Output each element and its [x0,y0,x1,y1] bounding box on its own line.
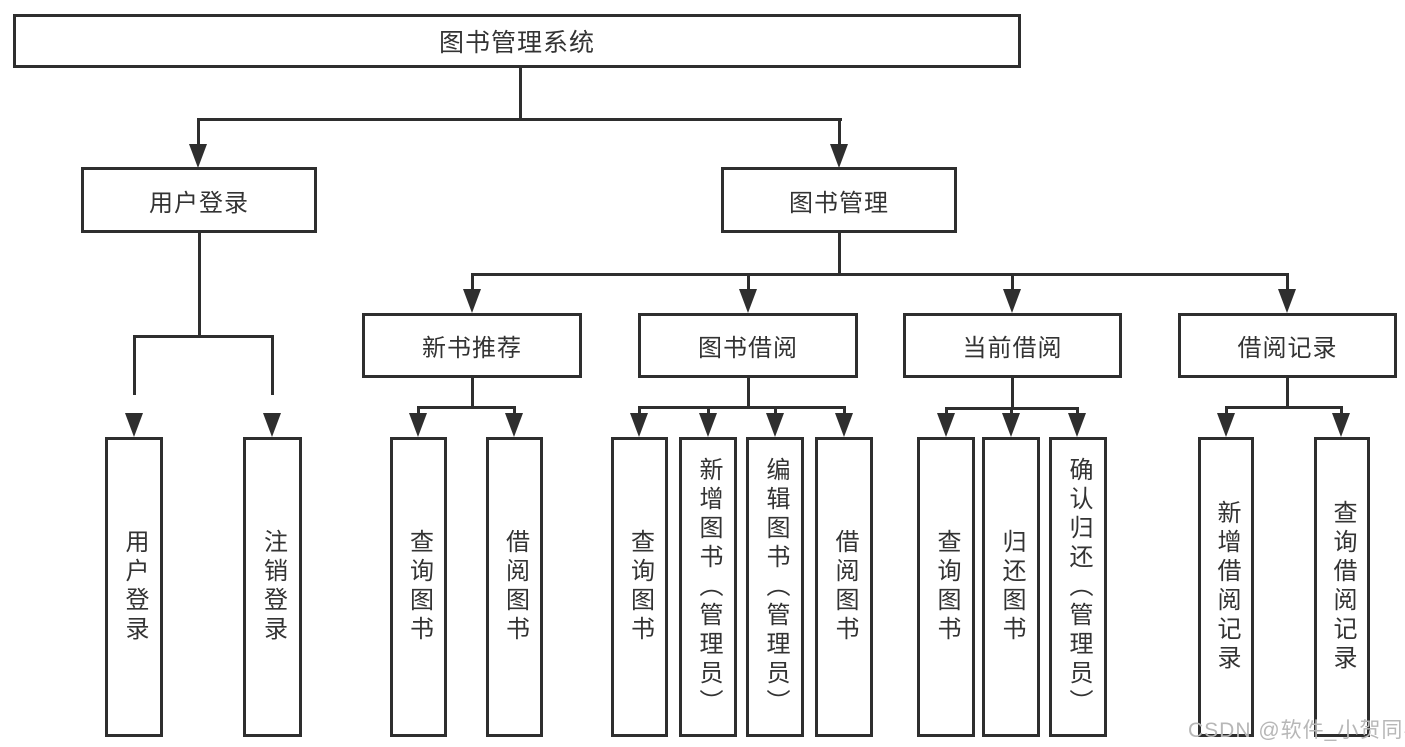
node-book-management: 图书管理 [721,167,957,233]
leaf-current-return-book-label: 归还图书 [998,529,1025,645]
arrow-down-icon [937,413,955,437]
arrow-down-icon [263,413,281,437]
arrow-down-icon [1278,289,1296,313]
connector-book-borrow-stub [747,378,750,406]
leaf-logout-label: 注销登录 [259,529,287,645]
connector-borrow-record-splitter [1225,406,1343,409]
node-root-label: 图书管理系统 [438,29,595,57]
arrow-down-icon [189,144,207,168]
arrow-down-icon [463,289,481,313]
leaf-current-query-book-label: 查询图书 [933,529,960,645]
leaf-recommend-query-book-label: 查询图书 [405,529,433,645]
leaf-borrow-add-book: 新增图书（管理员） [679,437,737,737]
connector-level3-splitter [471,273,1289,276]
connector-book-management-shaft [838,118,841,148]
leaf-logout: 注销登录 [243,437,302,737]
node-book-borrow: 图书借阅 [638,313,858,378]
leaf-recommend-query-book: 查询图书 [390,437,447,737]
connector-borrow-record-shaft [1286,273,1289,293]
node-book-borrow-label: 图书借阅 [698,335,798,362]
leaf-borrow-query-book: 查询图书 [611,437,668,737]
csdn-watermark: CSDN @软件_小贺同学 [1188,719,1405,742]
node-borrow-record: 借阅记录 [1178,313,1397,378]
node-root: 图书管理系统 [13,14,1021,68]
leaf-record-query-record-label: 查询借阅记录 [1329,500,1356,674]
leaf-user-login-label: 用户登录 [121,529,148,645]
connector-leaf-shaft [1225,406,1228,418]
connector-leaf-shaft [774,406,777,418]
leaf-borrow-edit-book-label: 编辑图书（管理员） [762,456,789,718]
leaf-borrow-borrow-book-label: 借阅图书 [831,529,858,645]
connector-borrow-record-stub [1286,378,1289,406]
connector-leaf-shaft [417,406,420,418]
leaf-current-query-book: 查询图书 [917,437,975,737]
connector-user-login-splitter [133,335,274,338]
connector-leaf-shaft [707,406,710,418]
arrow-down-icon [1217,413,1235,437]
arrow-down-icon [1068,413,1086,437]
node-book-management-label: 图书管理 [789,189,889,217]
leaf-current-confirm-return-label: 确认归还（管理员） [1065,456,1092,718]
leaf-user-login: 用户登录 [105,437,163,737]
arrow-down-icon [830,144,848,168]
node-borrow-record-label: 借阅记录 [1237,335,1338,362]
connector-current-borrow-shaft [1011,273,1014,293]
arrow-down-icon [409,413,427,437]
connector-book-borrow-splitter [638,406,845,409]
arrow-down-icon [1003,289,1021,313]
leaf-recommend-borrow-book-label: 借阅图书 [501,529,529,645]
node-current-borrow-label: 当前借阅 [962,335,1063,362]
arrow-down-icon [739,289,757,313]
leaf-borrow-add-book-label: 新增图书（管理员） [695,456,722,718]
arrow-down-icon [125,413,143,437]
connector-user-login-shaft [197,118,200,148]
connector-leaf-shaft [1010,407,1013,417]
leaf-record-add-record: 新增借阅记录 [1198,437,1254,737]
connector-leaf-shaft [1076,407,1079,417]
node-new-book-recommend-label: 新书推荐 [422,335,522,362]
leaf-recommend-borrow-book: 借阅图书 [486,437,543,737]
leaf-borrow-query-book-label: 查询图书 [626,529,654,645]
connector-new-book-shaft [471,273,474,293]
connector-leaf-shaft [1340,406,1343,418]
node-user-login: 用户登录 [81,167,317,233]
node-new-book-recommend: 新书推荐 [362,313,582,378]
connector-leaf-shaft [638,406,641,418]
arrow-down-icon [835,413,853,437]
connector-root-stub [519,68,522,118]
arrow-down-icon [699,413,717,437]
connector-leaf-user-login-shaft [133,335,136,395]
node-user-login-label: 用户登录 [149,189,249,217]
leaf-current-return-book: 归还图书 [982,437,1040,737]
arrow-down-icon [766,413,784,437]
leaf-borrow-borrow-book: 借阅图书 [815,437,873,737]
connector-leaf-logout-shaft [271,335,274,395]
connector-new-book-stub [471,378,474,406]
connector-leaf-shaft [945,407,948,417]
connector-new-book-splitter [417,406,516,409]
connector-user-login-stub [198,233,201,335]
connector-current-borrow-stub [1011,378,1014,407]
connector-leaf-shaft [843,406,846,418]
connector-book-borrow-shaft [747,273,750,293]
arrow-down-icon [1332,413,1350,437]
leaf-current-confirm-return: 确认归还（管理员） [1049,437,1107,737]
arrow-down-icon [1002,413,1020,437]
connector-book-management-stub [838,233,841,273]
arrow-down-icon [505,413,523,437]
leaf-borrow-edit-book: 编辑图书（管理员） [746,437,804,737]
leaf-record-query-record: 查询借阅记录 [1314,437,1370,737]
connector-leaf-shaft [513,406,516,418]
leaf-record-add-record-label: 新增借阅记录 [1213,500,1240,674]
connector-level2-splitter [197,118,842,121]
arrow-down-icon [630,413,648,437]
node-current-borrow: 当前借阅 [903,313,1122,378]
